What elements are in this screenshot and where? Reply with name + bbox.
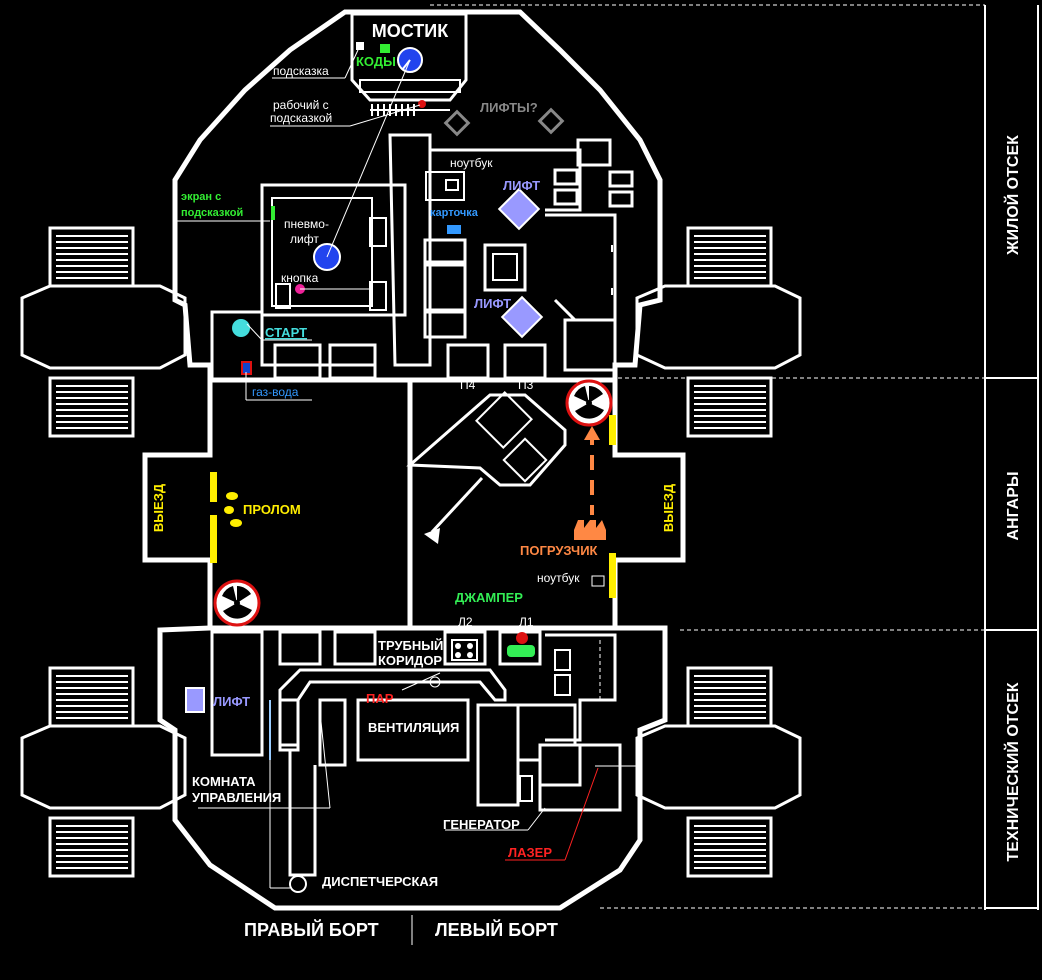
living-quarters bbox=[260, 133, 634, 372]
section-dividers bbox=[430, 4, 1039, 910]
section-living-label: ЖИЛОЙ ОТСЕК bbox=[1003, 135, 1022, 256]
engine-left-bottom bbox=[20, 666, 187, 878]
port-label: ЛЕВЫЙ БОРТ bbox=[435, 919, 558, 940]
worker-hint-label-1: рабочий с bbox=[273, 98, 329, 112]
hint-label: подсказка bbox=[273, 64, 329, 78]
l2-label: Л2 bbox=[458, 615, 473, 629]
button-label: кнопка bbox=[281, 271, 319, 285]
starboard-label: ПРАВЫЙ БОРТ bbox=[244, 919, 379, 940]
p3-label: П3 bbox=[518, 378, 534, 392]
bridge-label: МОСТИК bbox=[372, 21, 449, 41]
engine-right-top bbox=[635, 226, 802, 438]
breach-label: ПРОЛОМ bbox=[243, 502, 301, 517]
jumper-label: ДЖАМПЕР bbox=[455, 590, 523, 605]
lifts-question-label: ЛИФТЫ? bbox=[480, 100, 538, 115]
pipe-corridor-label-2: КОРИДОР bbox=[378, 653, 442, 668]
lift-a-label: ЛИФТ bbox=[503, 178, 540, 193]
steam-label: ПАР bbox=[366, 691, 394, 706]
ventilation-label: ВЕНТИЛЯЦИЯ bbox=[368, 720, 459, 735]
section-technical-label: ТЕХНИЧЕСКИЙ ОТСЕК bbox=[1003, 682, 1022, 861]
engine-left-top bbox=[20, 226, 187, 438]
start-label: СТАРТ bbox=[265, 325, 307, 340]
hazard-top bbox=[565, 379, 613, 427]
section-hangars-label: АНГАРЫ bbox=[1005, 471, 1022, 540]
control-room-label-2: УПРАВЛЕНИЯ bbox=[192, 790, 281, 805]
leader-lines bbox=[175, 49, 599, 945]
p4-label: П4 bbox=[460, 378, 476, 392]
codes-label: КОДЫ bbox=[356, 54, 396, 69]
hazard-bottom bbox=[213, 579, 261, 627]
control-room-label-1: КОМНАТА bbox=[192, 774, 256, 789]
pneumo-label-2: лифт bbox=[290, 232, 319, 246]
engine-right-bottom bbox=[635, 666, 802, 878]
dispatch-label: ДИСПЕТЧЕРСКАЯ bbox=[322, 874, 438, 889]
gas-water-label: газ-вода bbox=[252, 385, 299, 399]
screen-hint-label-2: подсказкой bbox=[181, 207, 243, 219]
laser-label: ЛАЗЕР bbox=[508, 845, 552, 860]
loader-label: ПОГРУЗЧИК bbox=[520, 543, 598, 558]
start-area bbox=[210, 310, 547, 382]
lift-b-label: ЛИФТ bbox=[474, 296, 511, 311]
generator-label: ГЕНЕРАТОР bbox=[443, 817, 520, 832]
laptop-bottom-label: ноутбук bbox=[537, 571, 580, 585]
screen-hint-label-1: экран с bbox=[181, 191, 221, 203]
pipe-corridor-label-1: ТРУБНЫЙ bbox=[378, 638, 443, 653]
labels: МОСТИК КОДЫ подсказка рабочий с подсказк… bbox=[151, 21, 1022, 940]
card-label: карточка bbox=[430, 207, 479, 219]
hangars bbox=[210, 377, 616, 631]
technical-rooms bbox=[185, 630, 640, 893]
worker-hint-label-2: подсказкой bbox=[270, 111, 332, 125]
l1-label: Л1 bbox=[519, 615, 534, 629]
laptop-top-label: ноутбук bbox=[450, 156, 493, 170]
lift-c-label: ЛИФТ bbox=[213, 694, 250, 709]
lifts-question-markers bbox=[443, 107, 565, 137]
hull bbox=[142, 9, 686, 911]
pneumo-label-1: пневмо- bbox=[284, 217, 329, 231]
exit-left-label: ВЫЕЗД bbox=[151, 483, 166, 532]
exit-right-label: ВЫЕЗД bbox=[661, 483, 676, 532]
